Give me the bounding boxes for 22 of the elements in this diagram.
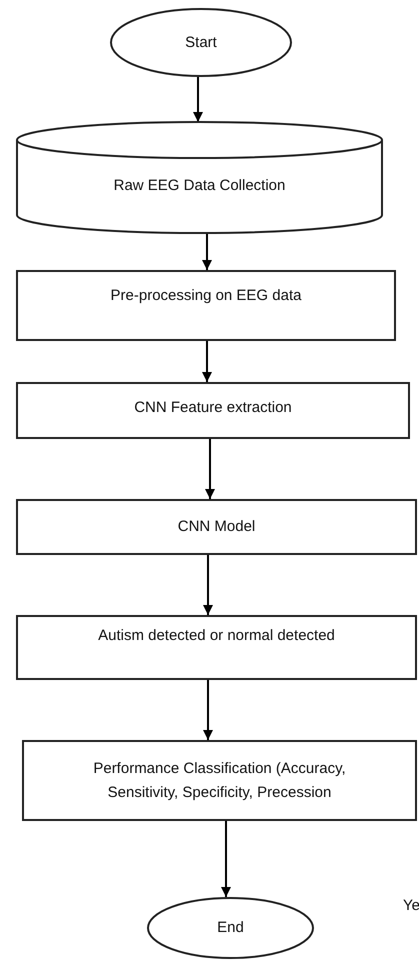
node-label: Start [185,32,217,53]
process-box [16,615,417,680]
process-box [16,382,410,439]
arrow [203,555,213,615]
arrow [193,77,203,122]
node-label: End [217,918,244,938]
node-label: Pre-processing on EEG data [110,286,302,306]
process-box [22,740,417,821]
arrow [202,341,212,382]
arrow [205,439,215,499]
node-label: Autism detected or normal detected [98,626,335,646]
node-label: CNN Model [178,517,256,538]
arrow [203,680,213,740]
terminal-ellipse [110,8,292,77]
node-label: CNN Feature extraction [134,398,292,418]
process-box [16,499,417,555]
process-box [16,270,396,341]
note-text: Ye [403,897,419,914]
terminal-ellipse [147,897,314,959]
arrow [202,233,212,270]
arrow [221,821,231,897]
node-label: Performance Classification (Accuracy, Sensitivity, Specificity, Precession [92,759,347,802]
